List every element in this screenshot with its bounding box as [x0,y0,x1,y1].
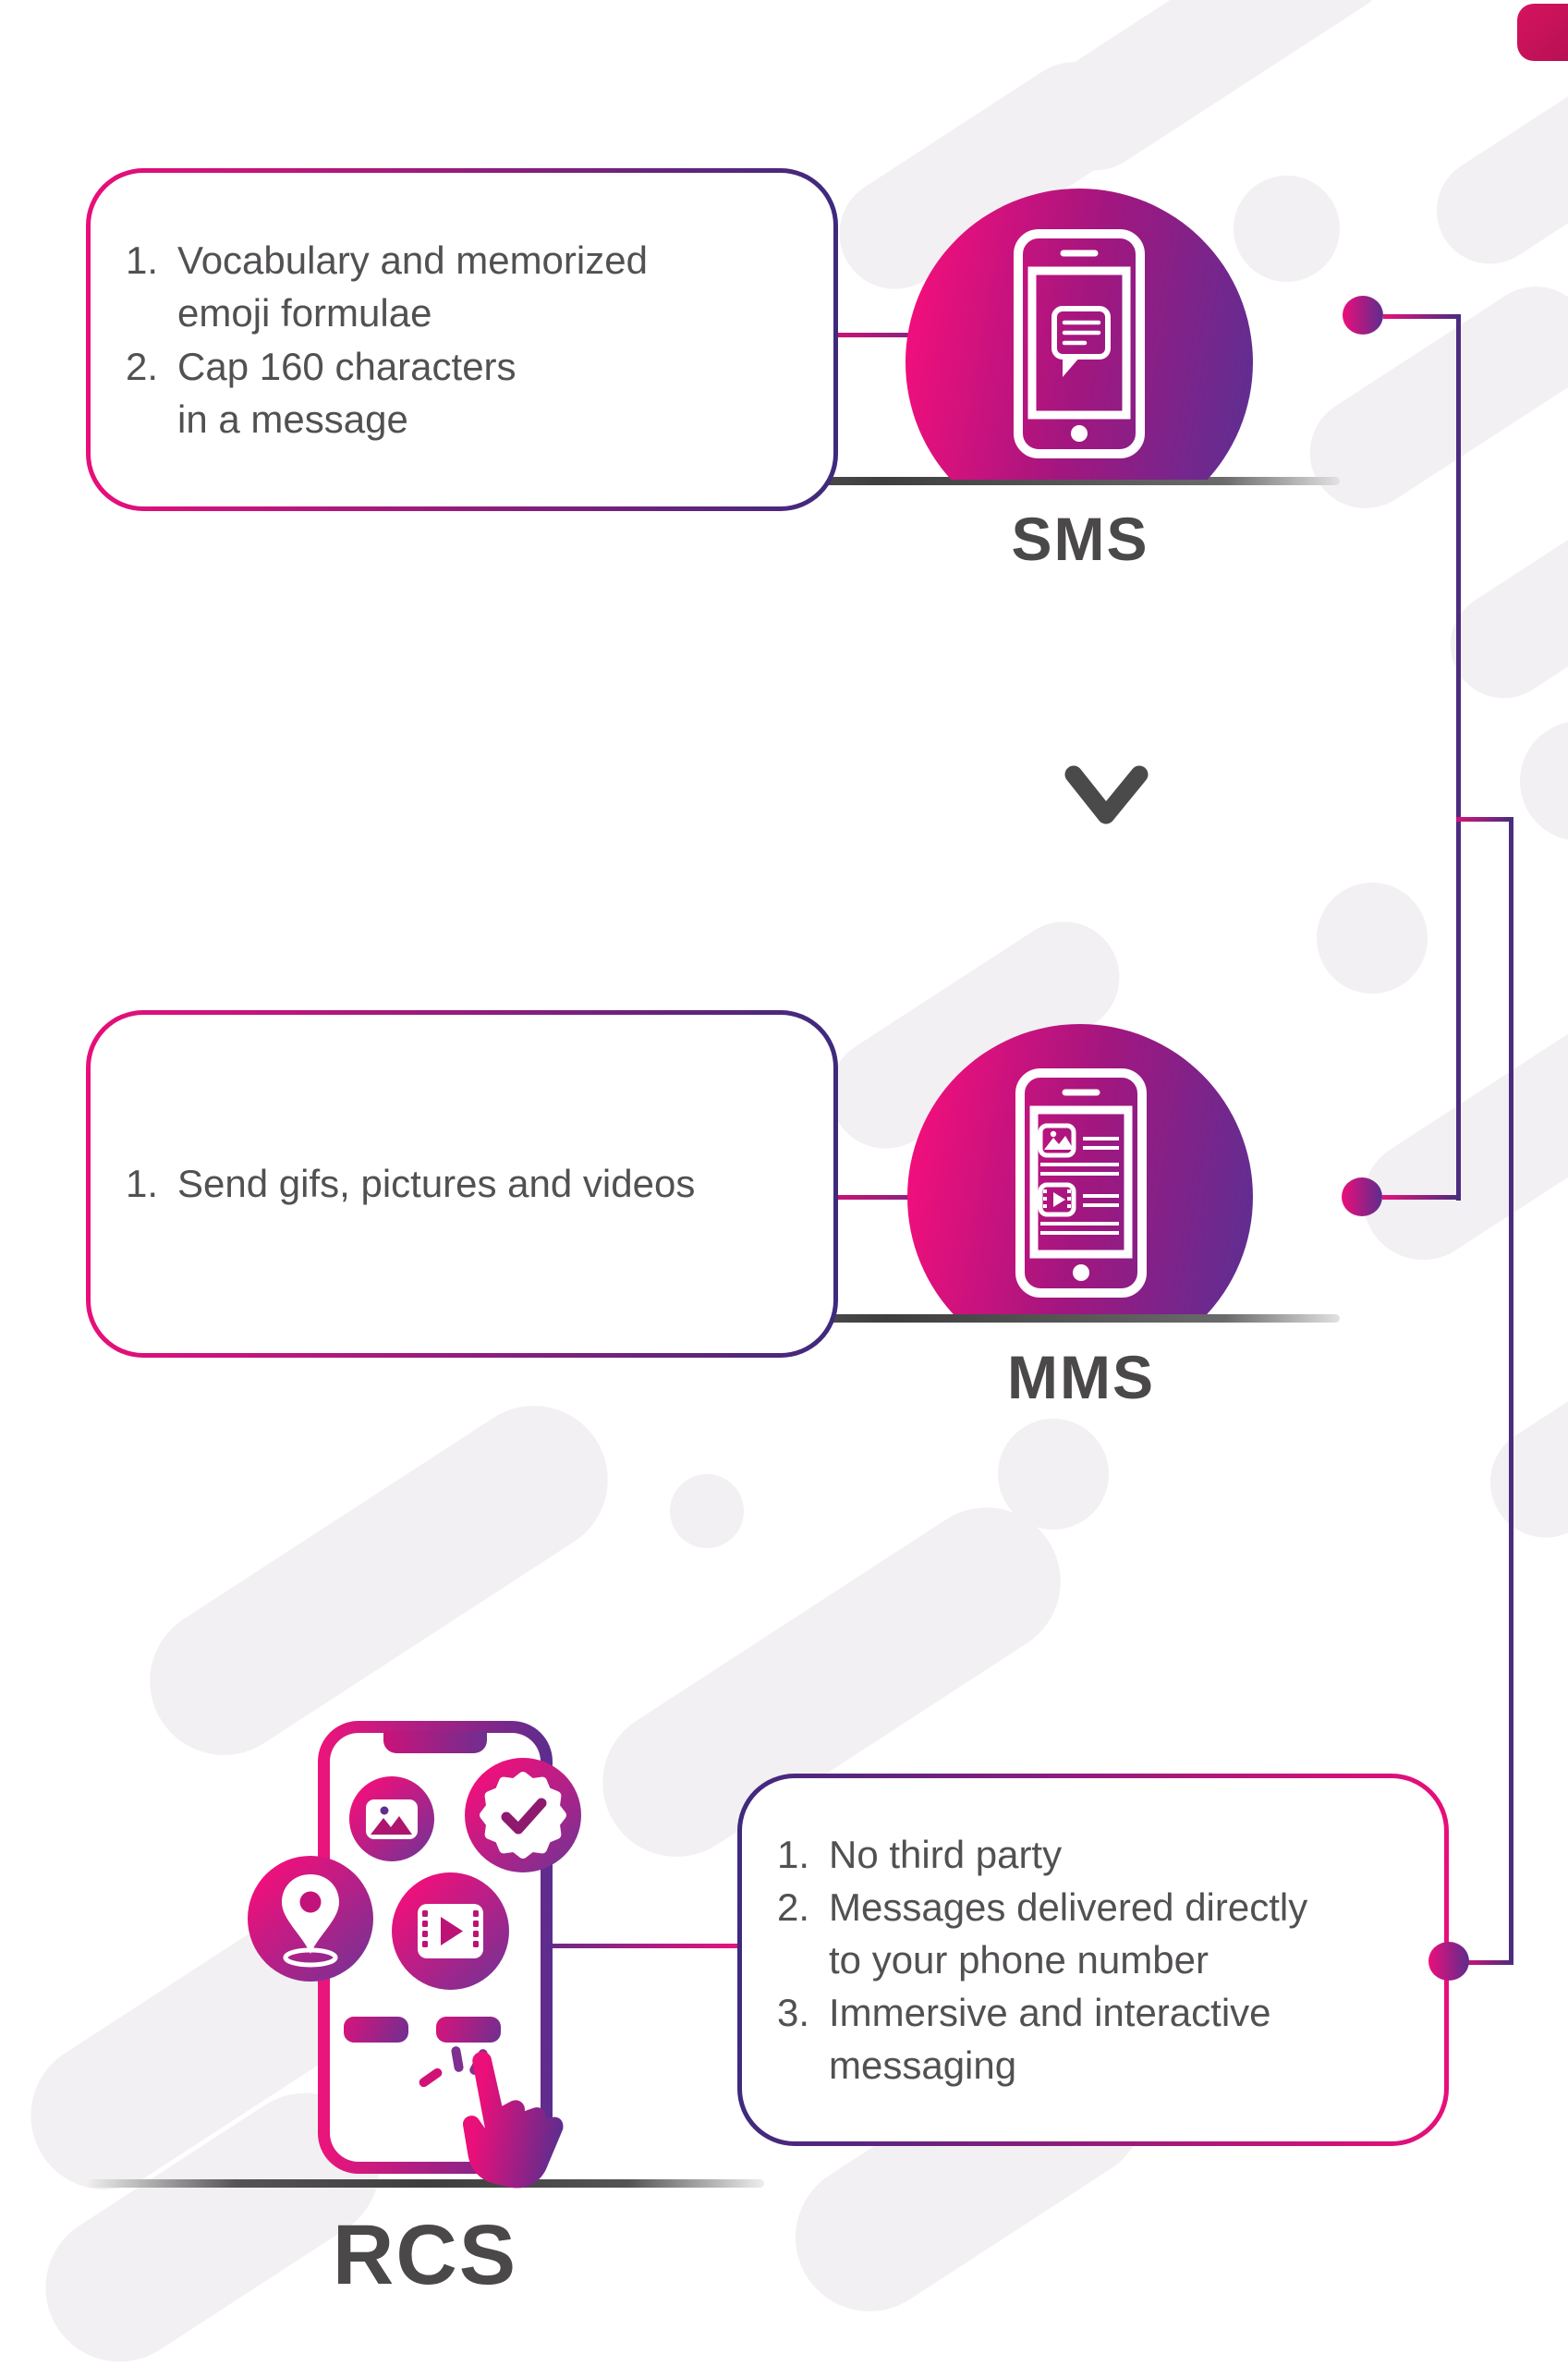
decor-blob [1340,991,1568,1283]
list-item: 1. Send gifs, pictures and videos [126,1157,815,1210]
mms-circle-clip [907,1024,1255,1314]
list-item-number: 2. [777,1884,810,1929]
mms-label: MMS [1007,1343,1155,1411]
decor-blob [1234,176,1340,282]
connector-sms-dot-to-rail [1383,314,1458,319]
decor-blob [1317,883,1428,994]
corner-accent-shape [1517,4,1568,61]
decor-blob [1416,43,1568,285]
location-pin-icon [248,1856,373,1982]
rcs-ground-line [88,2179,764,2188]
decor-blob [1288,265,1568,530]
connector-mms-dot-to-rail [1382,1195,1458,1200]
rcs-feature-list: 1. No third party 2. Messages delivered dir… [742,1828,1444,2092]
rcs-chat-button [436,2017,501,2043]
video-film-icon [392,1872,509,1990]
mms-feature-list: 1. Send gifs, pictures and videos [91,1157,833,1210]
phone-picture-video-icon [1015,1068,1147,1298]
chevron-down-icon [1064,765,1149,824]
connector-outer-rail [1509,817,1513,1964]
list-item-number: 2. [126,344,159,388]
picture-icon [349,1776,434,1861]
mms-connector-dot [1342,1177,1382,1216]
list-item-number: 3. [777,1991,810,2035]
sms-circle-clip [906,189,1255,480]
connector-rcs-phone-to-box [529,1944,737,1948]
decor-blob [1429,478,1568,719]
sms-connector-dot [1343,296,1383,335]
rcs-label: RCS [332,2208,518,2302]
list-item-number: 1. [777,1832,810,1876]
rcs-phone-notch [383,1731,487,1753]
verified-check-badge-icon [465,1758,581,1872]
phone-chat-bubble-icon [1014,229,1145,458]
mms-feature-box: 1. Send gifs, pictures and videos [86,1010,838,1358]
tap-hand-icon [463,2051,564,2189]
decor-blob [1468,1324,1568,1559]
list-item-number: 1. [126,238,159,283]
connector-mms-box-to-circle [829,1195,910,1200]
list-item-text: Send gifs, pictures and videos [177,1162,696,1206]
decor-blob [670,1474,744,1548]
connector-sms-box-to-circle [829,333,910,337]
decor-blob [998,1419,1109,1530]
sms-ground-line [508,477,1340,485]
list-item: 1. No third party [777,1828,1426,1881]
decor-blob [1520,721,1568,841]
connector-inner-rail [1456,314,1461,1201]
connector-rcs-dot-to-rail [1465,1960,1513,1965]
list-item-number: 1. [126,1162,159,1206]
connector-rail-jog [1456,817,1511,822]
list-item-text: No third party [829,1832,1063,1876]
rcs-connector-dot [1428,1942,1469,1981]
rcs-feature-box: 1. No third party 2. Messages delivered dir… [737,1774,1449,2146]
mms-ground-line [516,1314,1340,1323]
rcs-chat-button [344,2017,408,2043]
sms-label: SMS [1011,505,1149,573]
